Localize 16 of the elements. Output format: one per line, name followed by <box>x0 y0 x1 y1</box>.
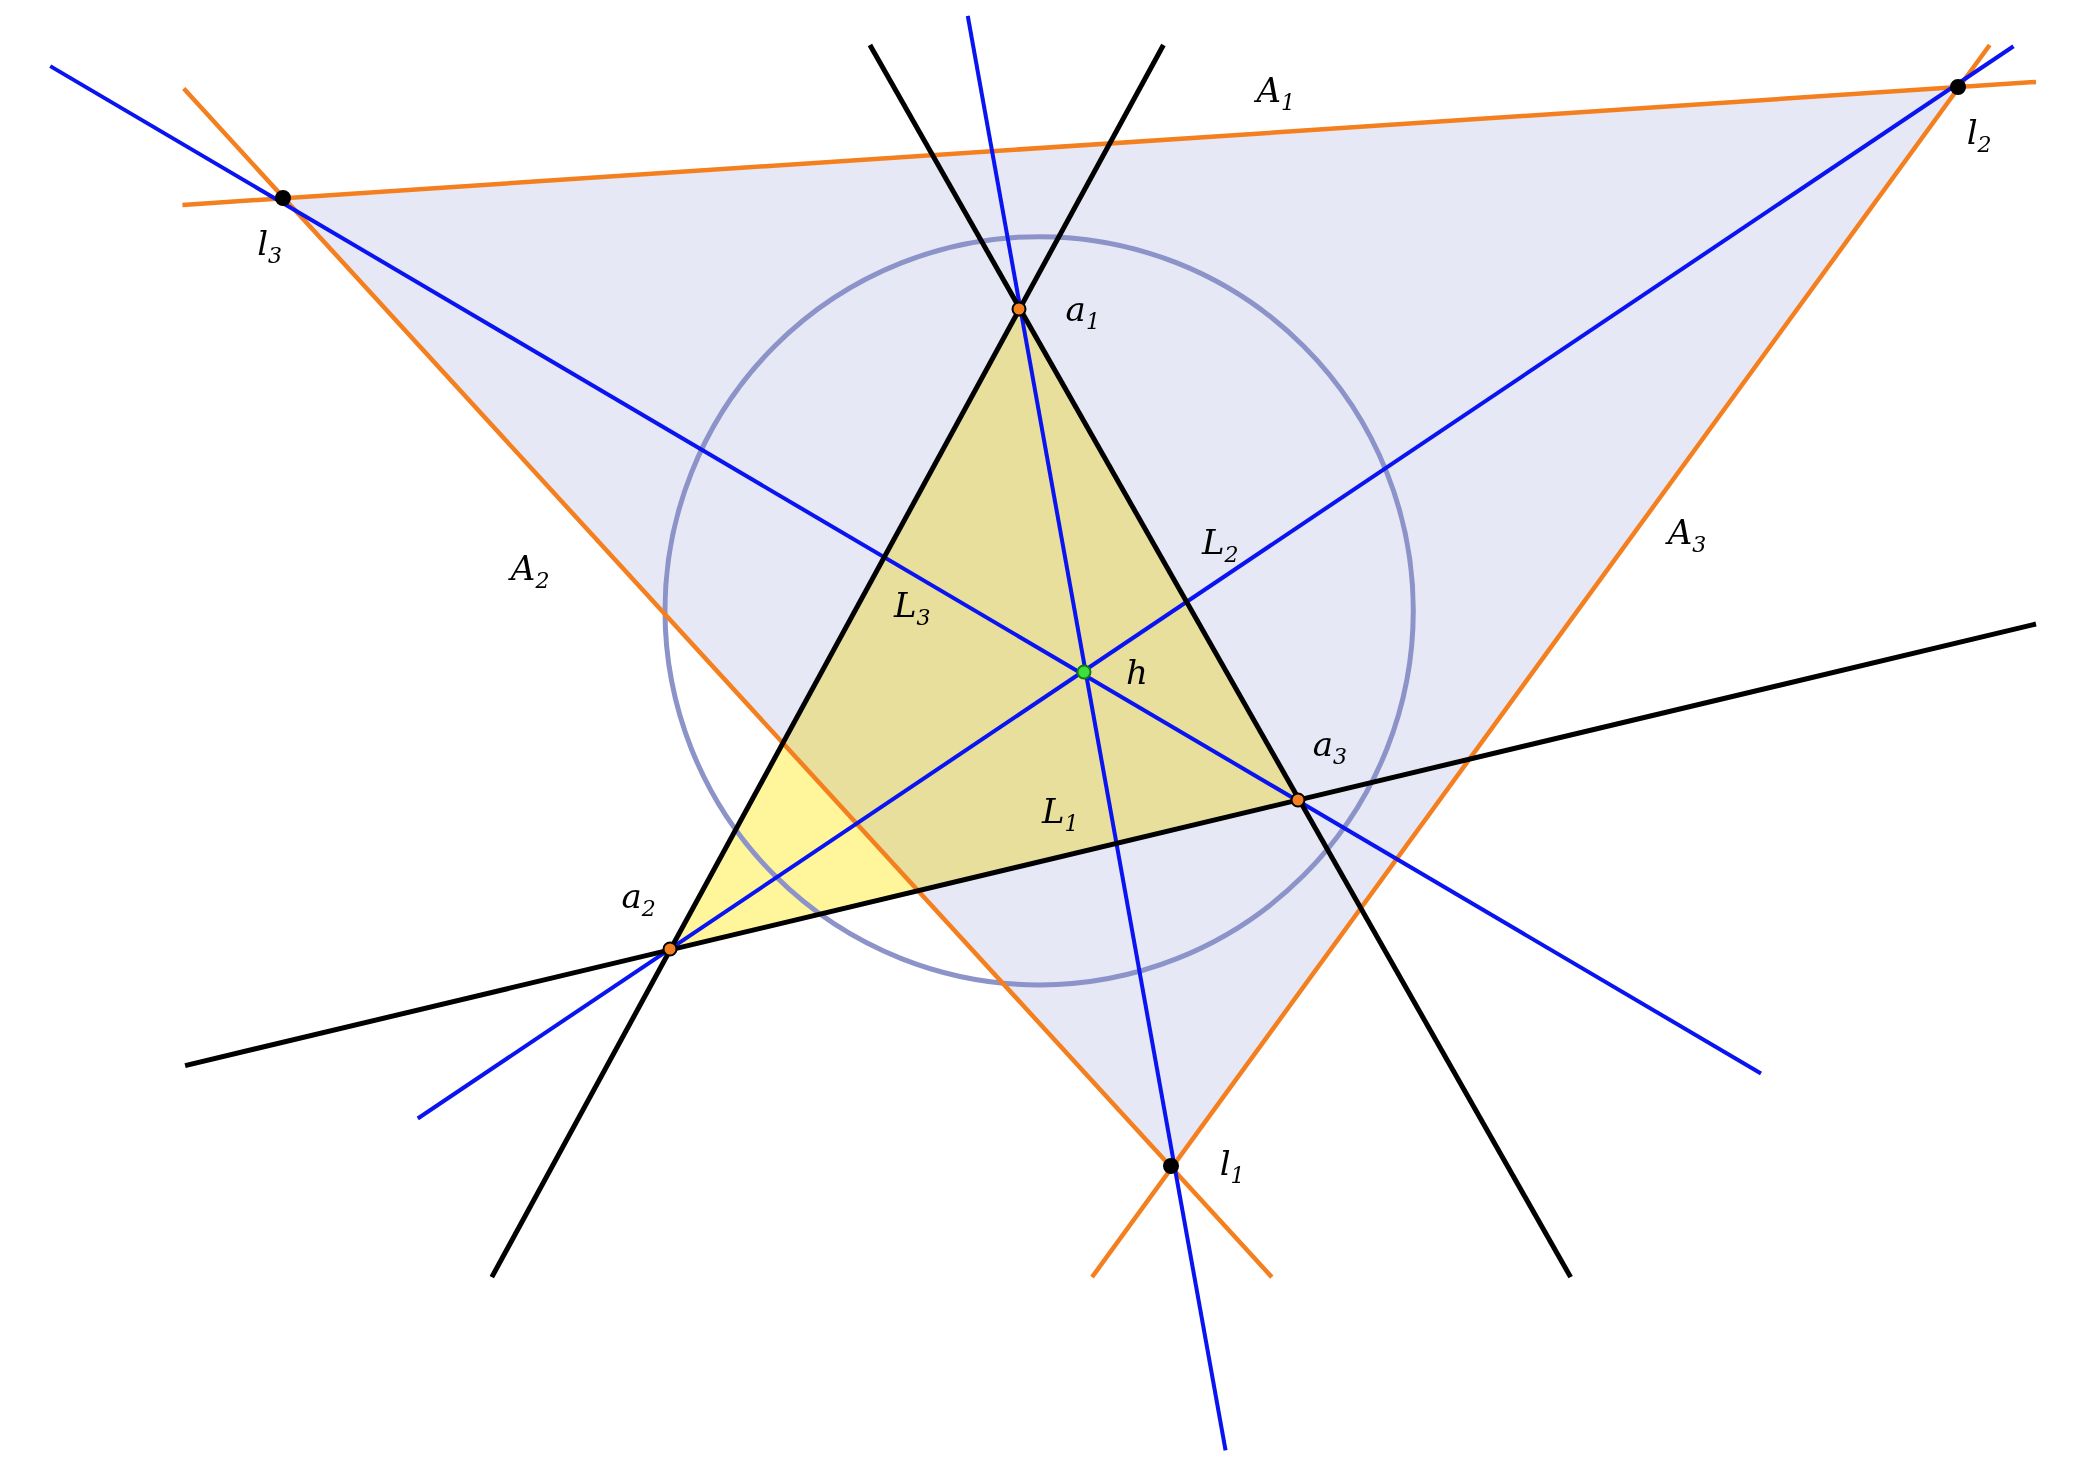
line-label: L$_{3}$ <box>893 588 931 629</box>
point-dot <box>1163 1158 1180 1175</box>
point-label: a$_{3}$ <box>1312 727 1348 767</box>
line-label: A$_{3}$ <box>1667 515 1707 556</box>
line-label: L$_{2}$ <box>1201 524 1239 565</box>
point-label: l$_{2}$ <box>1966 114 1992 155</box>
point-label: a$_{2}$ <box>621 879 656 919</box>
point-label: l$_{3}$ <box>257 225 283 266</box>
line-label: A$_{1}$ <box>1256 72 1296 113</box>
line-label: A$_{2}$ <box>510 551 550 592</box>
point-dot <box>274 190 291 207</box>
point-dot <box>1949 79 1966 96</box>
point-label: l$_{1}$ <box>1219 1146 1245 1186</box>
point-label: h <box>1126 654 1148 689</box>
line-label: L$_{1}$ <box>1042 794 1079 835</box>
point-label: a$_{1}$ <box>1065 292 1100 332</box>
